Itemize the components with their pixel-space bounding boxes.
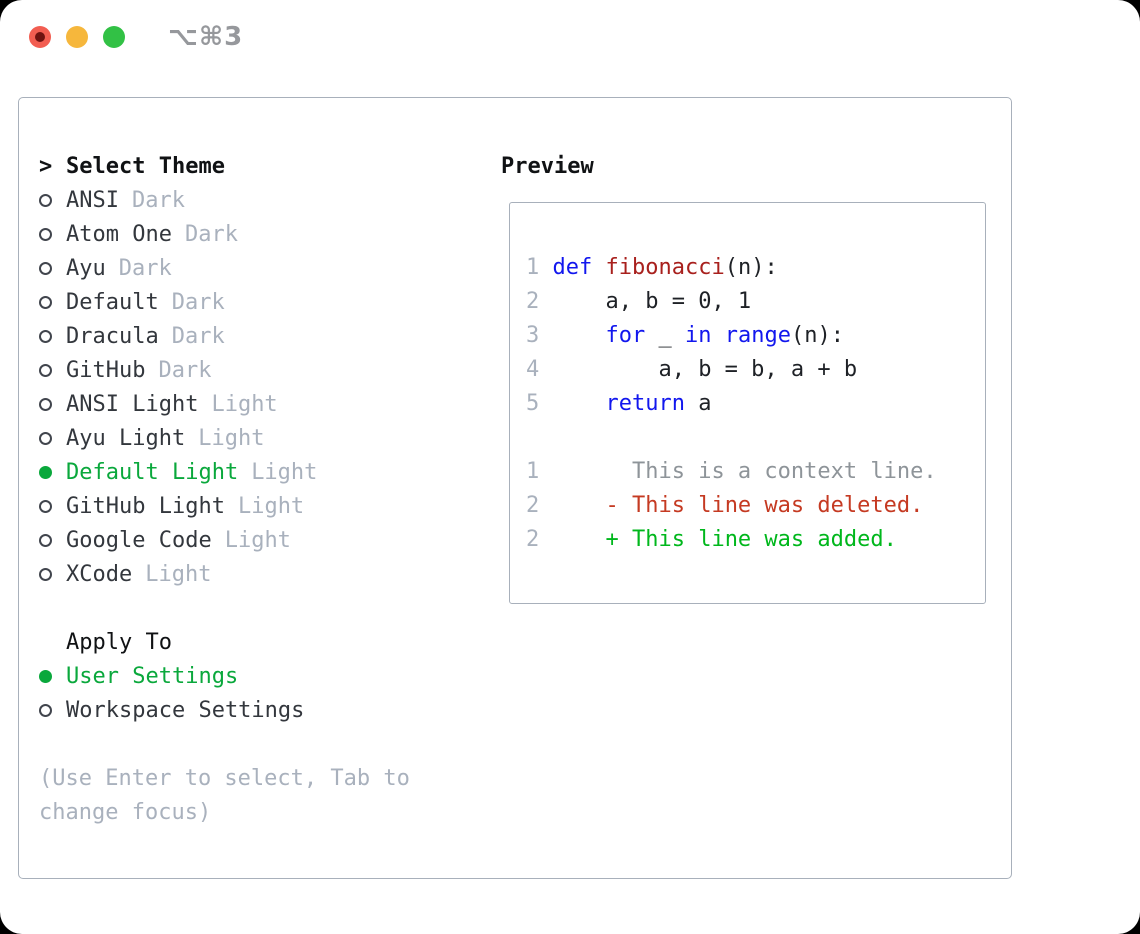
option-label: User Settings	[66, 663, 239, 689]
help-text-line2: change focus)	[39, 799, 212, 825]
option-label: Default Light	[66, 459, 239, 485]
close-dot-icon	[35, 32, 45, 42]
theme-option-default[interactable]: Default Dark	[39, 285, 410, 319]
code-line: 1 def fibonacci(n):	[526, 255, 778, 280]
option-label: GitHub	[66, 357, 146, 383]
variant-label: Light	[237, 493, 305, 519]
variant-label: Dark	[131, 187, 185, 213]
apply-to-label: Apply To	[66, 629, 172, 655]
radio-selected-icon	[39, 669, 66, 683]
option-label: XCode	[66, 561, 133, 587]
code-line: 5 return a	[526, 391, 712, 416]
zoom-button[interactable]	[103, 26, 125, 48]
radio-icon	[39, 567, 66, 581]
variant-label: Light	[198, 425, 265, 451]
code-line: 2 a, b = 0, 1	[526, 289, 752, 314]
code-line: 3 for _ in range(n):	[526, 323, 844, 348]
radio-icon	[39, 533, 66, 547]
radio-icon	[39, 227, 66, 241]
theme-option-ansi[interactable]: ANSI Dark	[39, 183, 410, 217]
radio-icon	[39, 703, 66, 717]
apply-to-header: Apply To	[39, 625, 410, 659]
help-text-line1: (Use Enter to select, Tab to	[39, 765, 410, 791]
radio-icon	[39, 397, 66, 411]
variant-label: Dark	[118, 255, 172, 281]
code-line: 1 This is a context line.	[526, 459, 937, 484]
radio-icon	[39, 431, 66, 445]
theme-option-ayu[interactable]: Ayu Dark	[39, 251, 410, 285]
option-label: Workspace Settings	[66, 697, 305, 723]
preview-title: Preview	[501, 153, 594, 179]
theme-option-dracula[interactable]: Dracula Dark	[39, 319, 410, 353]
variant-label: Light	[145, 561, 212, 587]
theme-option-ayu-light[interactable]: Ayu Light Light	[39, 421, 410, 455]
theme-option-default-light[interactable]: Default Light Light	[39, 455, 410, 489]
preview-code-box: 1 def fibonacci(n): 2 a, b = 0, 1 3 for _ …	[509, 202, 986, 604]
radio-icon	[39, 193, 66, 207]
variant-label: Light	[251, 459, 318, 485]
variant-label: Dark	[184, 221, 238, 247]
theme-option-google-code[interactable]: Google Code Light	[39, 523, 410, 557]
variant-label: Dark	[171, 323, 225, 349]
apply-option-user-settings[interactable]: User Settings	[39, 659, 410, 693]
focus-cursor: >	[39, 153, 53, 179]
titlebar: ⌥⌘3	[0, 0, 1140, 75]
minimize-button[interactable]	[66, 26, 88, 48]
window-title: ⌥⌘3	[168, 22, 244, 52]
code-line: 2 - This line was deleted.	[526, 493, 924, 518]
option-label: ANSI	[66, 187, 119, 213]
option-label: Ayu Light	[66, 425, 186, 451]
radio-icon	[39, 295, 66, 309]
variant-label: Dark	[158, 357, 212, 383]
option-label: Dracula	[66, 323, 159, 349]
code-line: 4 a, b = b, a + b	[526, 357, 858, 382]
radio-icon	[39, 261, 66, 275]
theme-option-github[interactable]: GitHub Dark	[39, 353, 410, 387]
radio-selected-icon	[39, 465, 66, 479]
theme-option-atom-one[interactable]: Atom One Dark	[39, 217, 410, 251]
select-theme-header: > Select Theme	[39, 149, 410, 183]
apply-option-workspace-settings[interactable]: Workspace Settings	[39, 693, 410, 727]
code-line: 2 + This line was added.	[526, 527, 897, 552]
theme-option-xcode[interactable]: XCode Light	[39, 557, 410, 591]
blank-line	[526, 421, 985, 455]
variant-label: Light	[224, 527, 291, 553]
radio-icon	[39, 329, 66, 343]
option-label: ANSI Light	[66, 391, 199, 417]
option-label: Ayu	[66, 255, 106, 281]
option-label: Google Code	[66, 527, 212, 553]
select-theme-label: Select Theme	[66, 153, 225, 179]
spacer	[39, 727, 410, 761]
theme-option-ansi-light[interactable]: ANSI Light Light	[39, 387, 410, 421]
variant-label: Dark	[171, 289, 225, 315]
theme-option-github-light[interactable]: GitHub Light Light	[39, 489, 410, 523]
radio-icon	[39, 499, 66, 513]
variant-label: Light	[211, 391, 278, 417]
option-label: Atom One	[66, 221, 172, 247]
option-label: Default	[66, 289, 159, 315]
option-label: GitHub Light	[66, 493, 225, 519]
close-button[interactable]	[29, 26, 51, 48]
spacer	[39, 591, 410, 625]
radio-icon	[39, 363, 66, 377]
